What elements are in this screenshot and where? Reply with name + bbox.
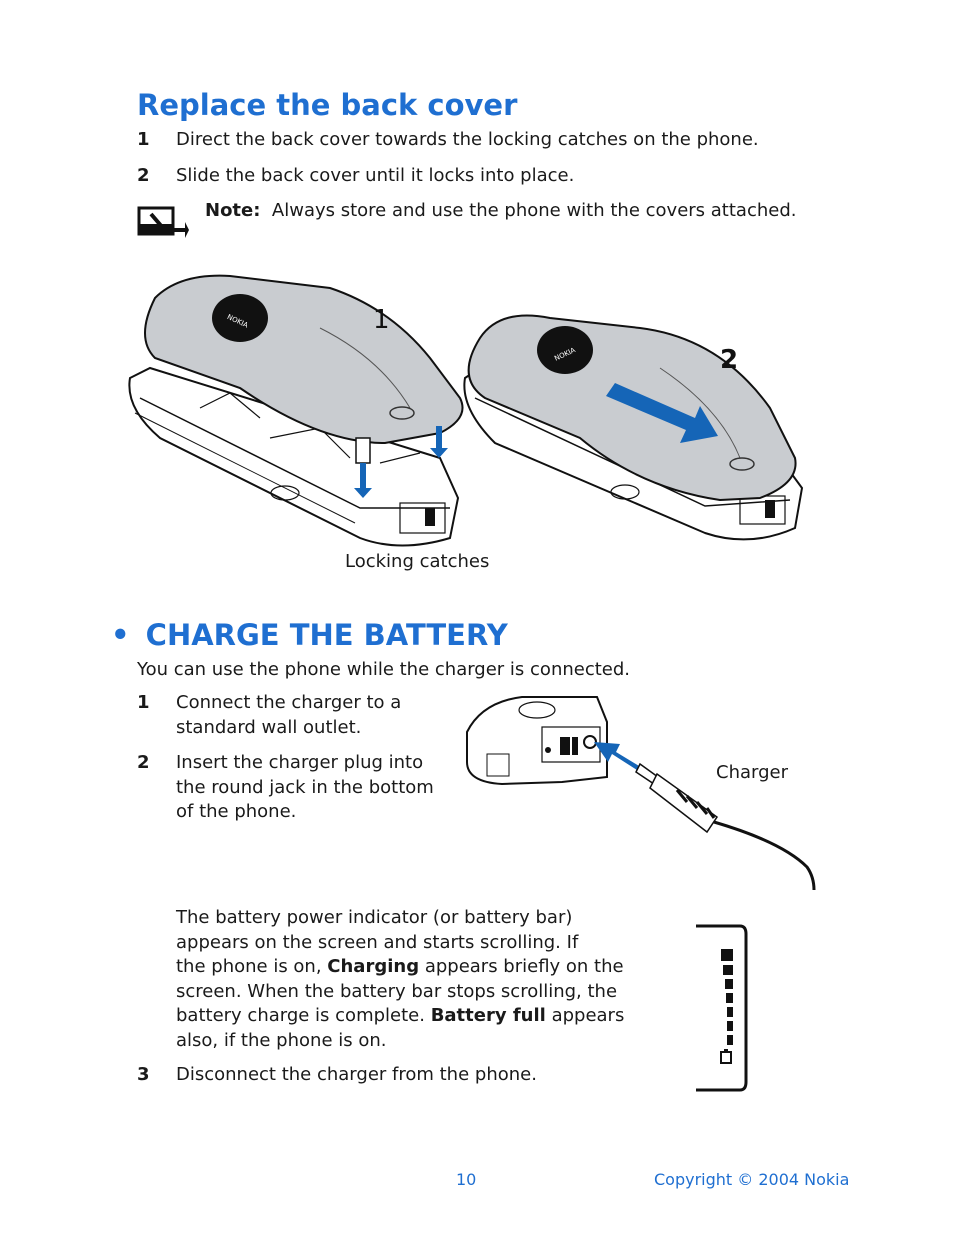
step-number: 1 (137, 129, 150, 150)
para-line: screen. When the battery bar stops scrol… (176, 980, 618, 1002)
charging-term: Charging (327, 956, 420, 977)
section-title-replace-back-cover: Replace the back cover (137, 88, 518, 122)
para-line: also, if the phone is on. (176, 1029, 387, 1051)
step-line: of the phone. (176, 801, 297, 822)
step-number: 2 (137, 165, 150, 186)
step-text: Insert the charger plug into the round j… (176, 751, 434, 825)
charger-illustration (466, 696, 816, 891)
copyright: Copyright © 2004 Nokia (654, 1170, 850, 1189)
battery-paragraph: The battery power indicator (or battery … (176, 906, 624, 1053)
step-line: standard wall outlet. (176, 716, 362, 738)
back-cover-illustration: NOKIA 1 NOKIA 2 (128, 274, 804, 547)
note-icon (137, 206, 189, 238)
callout-1: 1 (373, 305, 390, 335)
step-text: Direct the back cover towards the lockin… (176, 129, 759, 150)
note: Note: Always store and use the phone wit… (205, 199, 796, 224)
para-line: The battery power indicator (or battery … (176, 907, 573, 928)
step-text: Connect the charger to a standard wall o… (176, 691, 401, 740)
step-line: Insert the charger plug into (176, 752, 424, 773)
charger-label: Charger (716, 762, 788, 783)
para-text: battery charge is complete. (176, 1005, 431, 1026)
para-line: the phone is on, Charging appears briefl… (176, 955, 624, 980)
battery-full-term: Battery full (430, 1005, 546, 1026)
figure-caption-locking-catches: Locking catches (345, 551, 490, 572)
intro-text: You can use the phone while the charger … (137, 659, 631, 680)
step-line: the round jack in the bottom (176, 776, 434, 798)
heading-text: CHARGE THE BATTERY (145, 618, 508, 652)
callout-2: 2 (720, 345, 738, 375)
battery-bar-icon (696, 924, 748, 1092)
note-label: Note: (205, 200, 261, 221)
step-number: 3 (137, 1064, 150, 1085)
para-text: appears (545, 1005, 625, 1026)
section-title-charge-battery: • CHARGE THE BATTERY (111, 618, 508, 652)
para-text: appears briefly on the (419, 956, 624, 977)
page-number: 10 (456, 1170, 477, 1189)
step-number: 2 (137, 752, 150, 773)
step-text: Slide the back cover until it locks into… (176, 165, 575, 186)
note-text: Always store and use the phone with the … (271, 200, 797, 221)
para-line: battery charge is complete. Battery full… (176, 1004, 624, 1029)
step-text: Disconnect the charger from the phone. (176, 1064, 537, 1085)
heading-bullet: • (111, 618, 130, 652)
step-line: Connect the charger to a (176, 692, 402, 713)
para-text: the phone is on, (176, 956, 328, 977)
para-line: appears on the screen and starts scrolli… (176, 931, 579, 953)
step-number: 1 (137, 692, 150, 713)
